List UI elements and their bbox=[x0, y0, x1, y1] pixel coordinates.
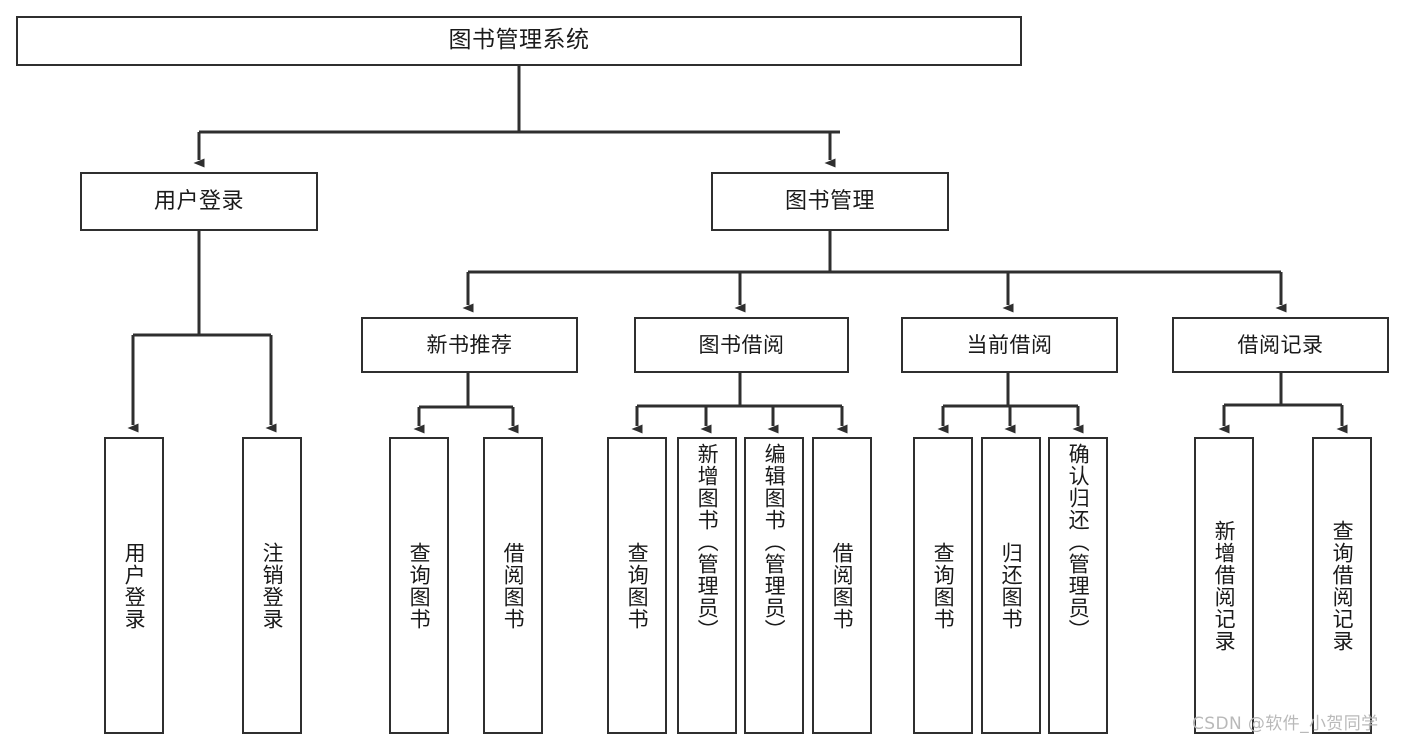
leaf-borrow-records-query[interactable]: 查询借阅记录 bbox=[1312, 437, 1372, 734]
node-label: 归还图书 bbox=[999, 541, 1024, 630]
node-root-book-management-system[interactable]: 图书管理系统 bbox=[16, 16, 1022, 66]
leaf-book-borrow-edit[interactable]: 编辑图书（管理员） bbox=[744, 437, 804, 734]
node-user-login[interactable]: 用户登录 bbox=[80, 172, 318, 231]
node-label: 查询借阅记录 bbox=[1330, 519, 1355, 652]
node-label: 编辑图书（管理员） bbox=[762, 443, 787, 641]
node-label: 查询图书 bbox=[407, 541, 432, 630]
node-label: 用户登录 bbox=[153, 188, 244, 214]
node-new-book-recommend[interactable]: 新书推荐 bbox=[361, 317, 578, 373]
leaf-book-borrow-borrow[interactable]: 借阅图书 bbox=[812, 437, 872, 734]
leaf-current-borrow-query[interactable]: 查询图书 bbox=[913, 437, 973, 734]
leaf-book-borrow-add[interactable]: 新增图书（管理员） bbox=[677, 437, 737, 734]
leaf-book-borrow-query[interactable]: 查询图书 bbox=[607, 437, 667, 734]
leaf-user-login-logout[interactable]: 注销登录 bbox=[242, 437, 302, 734]
node-borrow-records[interactable]: 借阅记录 bbox=[1172, 317, 1389, 373]
node-label: 用户登录 bbox=[122, 541, 147, 630]
node-label: 查询图书 bbox=[625, 541, 650, 630]
leaf-borrow-records-add[interactable]: 新增借阅记录 bbox=[1194, 437, 1254, 734]
node-label: 借阅图书 bbox=[501, 541, 526, 630]
node-current-borrow[interactable]: 当前借阅 bbox=[901, 317, 1118, 373]
node-label: 图书借阅 bbox=[698, 332, 785, 357]
node-book-borrow[interactable]: 图书借阅 bbox=[634, 317, 849, 373]
node-label: 注销登录 bbox=[260, 541, 285, 630]
node-label: 借阅图书 bbox=[830, 541, 855, 630]
node-label: 当前借阅 bbox=[966, 332, 1053, 357]
node-label: 确认归还（管理员） bbox=[1066, 443, 1091, 641]
leaf-current-borrow-confirm-return[interactable]: 确认归还（管理员） bbox=[1048, 437, 1108, 734]
node-label: 查询图书 bbox=[931, 541, 956, 630]
node-label: 图书管理系统 bbox=[448, 27, 590, 54]
node-book-management[interactable]: 图书管理 bbox=[711, 172, 949, 231]
node-label: 借阅记录 bbox=[1237, 332, 1324, 357]
node-label: 新增借阅记录 bbox=[1212, 519, 1237, 652]
leaf-new-book-borrow[interactable]: 借阅图书 bbox=[483, 437, 543, 734]
node-label: 图书管理 bbox=[784, 188, 875, 214]
leaf-new-book-query[interactable]: 查询图书 bbox=[389, 437, 449, 734]
leaf-user-login-login[interactable]: 用户登录 bbox=[104, 437, 164, 734]
node-label: 新增图书（管理员） bbox=[695, 443, 720, 641]
leaf-current-borrow-return[interactable]: 归还图书 bbox=[981, 437, 1041, 734]
node-label: 新书推荐 bbox=[426, 332, 513, 357]
